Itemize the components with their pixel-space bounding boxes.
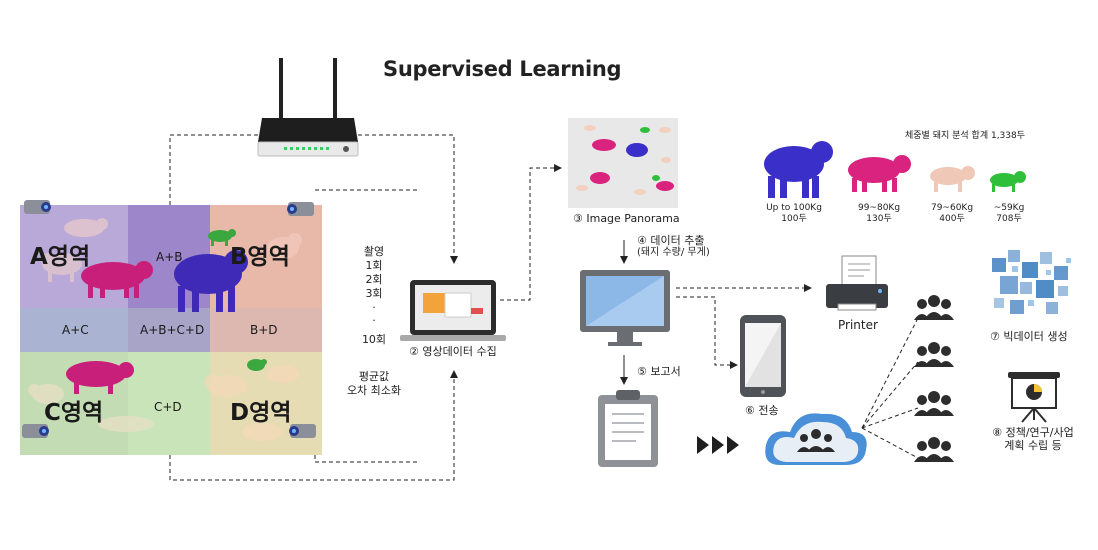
weight-class-range: 99~80Kg (857, 203, 901, 213)
weight-class-range: Up to 100Kg (766, 203, 822, 213)
network-dashed-lines (169, 134, 919, 481)
capture-note-line: 평균값 (358, 370, 390, 383)
data-extract-title: ④ 데이터 추출 (637, 234, 705, 247)
weight-class-label: ~59Kg 708두 (984, 203, 1034, 225)
camera-icon (24, 200, 51, 214)
zone-c-label: C영역 (44, 400, 104, 426)
zone-cd-cell (128, 352, 210, 455)
chevrons-right-icon (697, 436, 739, 454)
weight-class-label: Up to 100Kg 100두 (756, 203, 832, 225)
capture-note-line: 오차 최소화 (346, 384, 402, 397)
policy-label: ⑧ 정책/연구/사업 계획 수립 등 (978, 426, 1088, 452)
people-group-icon (914, 295, 954, 320)
monitor-icon (580, 270, 670, 346)
people-groups (914, 295, 954, 462)
pig-icon (41, 253, 82, 282)
pig-icon (764, 141, 833, 198)
weight-class-label: 99~80Kg 130두 (846, 203, 912, 225)
weight-class-count: 100두 (781, 214, 807, 224)
capture-step: 1회 (365, 259, 383, 272)
analysis-header: 체중별 돼지 분석 합계 1,338두 (905, 131, 1026, 141)
zone-bd-cell (210, 308, 322, 352)
pig-icon (930, 166, 975, 192)
weight-class-pigs (764, 141, 1026, 198)
farm-pig-silhouettes (28, 218, 302, 441)
image-panorama-label: ③ Image Panorama (573, 212, 680, 225)
pig-icon (66, 361, 134, 394)
presentation-board-icon (1008, 372, 1060, 423)
report-label: ⑤ 보고서 (637, 365, 681, 378)
zone-abcd-cell (128, 308, 210, 352)
weight-class-range: ~59Kg (993, 203, 1025, 213)
pig-icon (174, 250, 248, 312)
pig-icon (208, 229, 236, 246)
capture-step: 촬영 (363, 245, 385, 258)
diagram-title: Supervised Learning (383, 57, 622, 81)
policy-label-line: 계획 수립 등 (1004, 439, 1062, 452)
zone-ab-label: A+B (156, 250, 183, 264)
pig-icon (204, 375, 247, 397)
zone-d-label: D영역 (230, 400, 292, 426)
capture-step: · (372, 301, 376, 314)
pig-icon (990, 171, 1026, 192)
pig-icon (242, 423, 282, 441)
pig-icon (64, 218, 108, 237)
transfer-label: ⑥ 전송 (745, 404, 779, 417)
pig-icon (98, 416, 154, 432)
people-group-icon (914, 391, 954, 416)
clipboard-report-icon (598, 390, 658, 467)
image-panorama-thumbnail (568, 118, 678, 208)
capture-steps: 촬영 1회 2회 3회 · · 10회 (352, 245, 396, 347)
zone-a-label: A영역 (30, 244, 91, 270)
policy-label-line: ⑧ 정책/연구/사업 (992, 426, 1074, 439)
printer-label: Printer (838, 318, 878, 332)
pig-icon (81, 261, 153, 298)
pig-icon (267, 365, 299, 383)
data-extract-label: ④ 데이터 추출 (돼지 수량/ 무게) (637, 235, 710, 259)
bigdata-cubes-icon (985, 245, 1077, 320)
zone-cd-label: C+D (154, 400, 182, 414)
video-collect-label: ② 영상데이터 수집 (409, 345, 497, 358)
smartphone-icon (740, 315, 786, 397)
cloud-icon (765, 413, 867, 465)
weight-class-count: 130두 (866, 214, 892, 224)
weight-class-count: 708두 (996, 214, 1022, 224)
data-extract-sub: (돼지 수량/ 무게) (637, 247, 710, 258)
zone-ac-cell (20, 308, 128, 352)
capture-note: 평균값 오차 최소화 (342, 370, 406, 398)
pig-icon (28, 384, 64, 404)
people-group-icon (914, 342, 954, 367)
weight-class-count: 400두 (939, 214, 965, 224)
capture-step: · (372, 314, 376, 327)
zone-abcd-label: A+B+C+D (140, 323, 205, 337)
weight-class-range: 79~60Kg (930, 203, 974, 213)
router-icon (257, 58, 359, 157)
pig-icon (848, 155, 911, 192)
zone-bd-label: B+D (250, 323, 278, 337)
laptop-icon (400, 280, 506, 341)
people-group-icon (914, 437, 954, 462)
pig-icon (247, 359, 267, 371)
camera-icon (22, 424, 49, 438)
camera-icon (289, 424, 316, 438)
capture-step: 2회 (365, 273, 383, 286)
printer-icon (826, 255, 888, 311)
zone-ac-label: A+C (62, 323, 89, 337)
zone-b-label: B영역 (230, 244, 290, 270)
weight-class-label: 79~60Kg 400두 (922, 203, 982, 225)
camera-icon (287, 202, 314, 216)
capture-step: 10회 (361, 333, 387, 346)
capture-step: 3회 (365, 287, 383, 300)
bigdata-label: ⑦ 빅데이터 생성 (990, 330, 1068, 343)
pig-icon (267, 233, 302, 259)
